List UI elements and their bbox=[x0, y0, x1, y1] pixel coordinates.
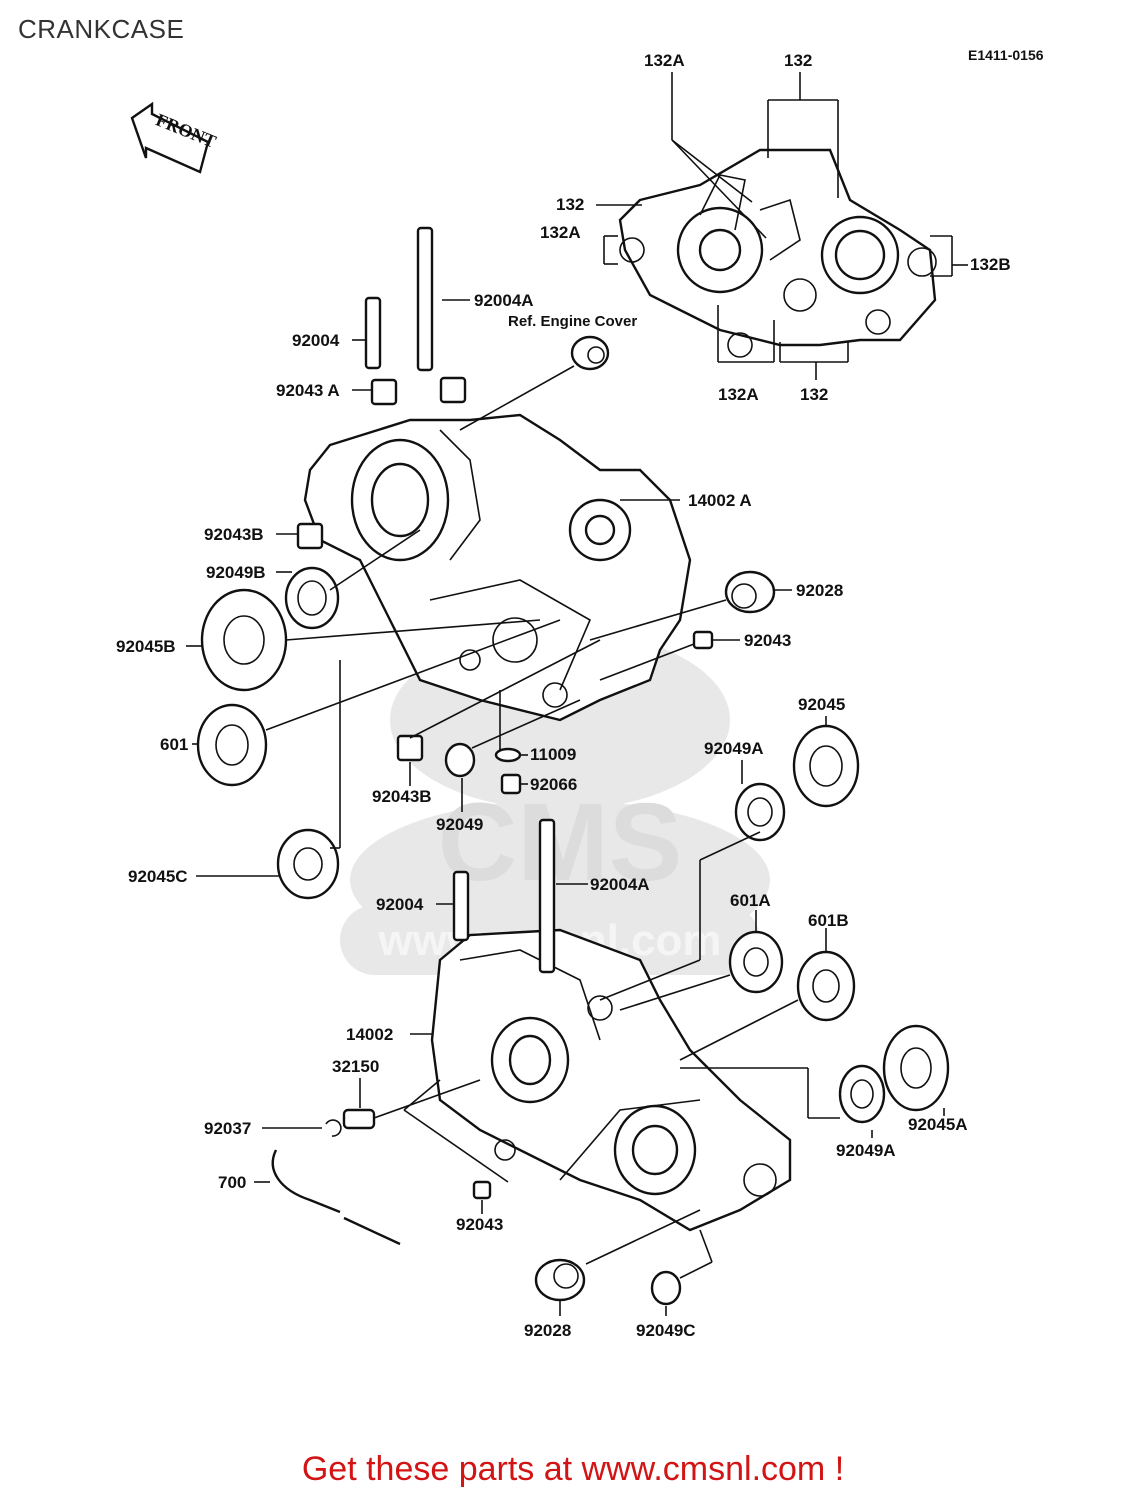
diagram-code: E1411-0156 bbox=[968, 47, 1044, 63]
part-92043-dowel-bottom bbox=[472, 1180, 492, 1200]
part-700-hose bbox=[271, 1149, 401, 1246]
crankcase-diagram: CMS www.cmsnl.com FRONT bbox=[116, 51, 1011, 1340]
part-92043b-dowel-top bbox=[296, 522, 324, 550]
label-92004-mid: 92004 bbox=[376, 895, 424, 914]
part-601-bearing bbox=[196, 703, 268, 787]
label-700: 700 bbox=[218, 1173, 246, 1192]
label-92043b-top: 92043B bbox=[204, 525, 264, 544]
label-92045b: 92045B bbox=[116, 637, 176, 656]
label-92043a: 92043 A bbox=[276, 381, 340, 400]
label-132a-bottom: 132A bbox=[718, 385, 759, 404]
part-92043b-dowel-mid bbox=[396, 734, 424, 762]
label-92004-top: 92004 bbox=[292, 331, 340, 350]
part-92004-stud-top bbox=[364, 296, 382, 370]
label-92045a: 92045A bbox=[908, 1115, 968, 1134]
part-92045b-bearing bbox=[200, 588, 288, 692]
inset-leaders bbox=[596, 72, 968, 380]
label-92049: 92049 bbox=[436, 815, 483, 834]
part-11009-gasket bbox=[494, 747, 522, 763]
label-92043-bottom: 92043 bbox=[456, 1215, 503, 1234]
inset-crankcase-view bbox=[618, 148, 937, 358]
label-11009: 11009 bbox=[530, 745, 576, 764]
label-132b: 132B bbox=[970, 255, 1011, 274]
label-92049c: 92049C bbox=[636, 1321, 696, 1340]
part-92049a-seal-bottom bbox=[838, 1064, 886, 1124]
label-92049a-top: 92049A bbox=[704, 739, 764, 758]
part-92043-dowel-top bbox=[692, 630, 714, 650]
part-labels: 132A 132 132 132A 132B 132A 132 92004A R… bbox=[116, 51, 1011, 1340]
label-92004a-mid: 92004A bbox=[590, 875, 650, 894]
part-92004a-stud-mid bbox=[538, 818, 556, 974]
label-92037: 92037 bbox=[204, 1119, 251, 1138]
part-601b-bearing bbox=[796, 950, 856, 1022]
label-132-top: 132 bbox=[784, 51, 812, 70]
label-132a-top: 132A bbox=[644, 51, 685, 70]
part-92049c-seal bbox=[650, 1270, 682, 1306]
leader-lines bbox=[186, 299, 945, 1316]
label-32150: 32150 bbox=[332, 1057, 379, 1076]
label-601: 601 bbox=[160, 735, 188, 754]
label-601a: 601A bbox=[730, 891, 771, 910]
label-92049a-bottom: 92049A bbox=[836, 1141, 896, 1160]
label-92045: 92045 bbox=[798, 695, 845, 714]
part-92043a-dowels bbox=[370, 376, 467, 406]
part-92028-bushing-top bbox=[724, 570, 776, 614]
crankcase-half-14002 bbox=[430, 928, 792, 1232]
label-92066: 92066 bbox=[530, 775, 577, 794]
part-92045c-bearing bbox=[276, 828, 340, 900]
part-92004a-stud-top bbox=[416, 226, 434, 372]
label-92004a-top: 92004A bbox=[474, 291, 534, 310]
label-92045c: 92045C bbox=[128, 867, 188, 886]
label-14002a: 14002 A bbox=[688, 491, 752, 510]
label-92043b-mid: 92043B bbox=[372, 787, 432, 806]
part-92037-clamp bbox=[325, 1119, 342, 1137]
part-92045-bearing bbox=[792, 724, 860, 808]
part-92049a-seal-top bbox=[734, 782, 786, 842]
part-ref-engine-cover-seal bbox=[570, 335, 610, 371]
label-14002: 14002 bbox=[346, 1025, 393, 1044]
part-92045a-bearing bbox=[882, 1024, 950, 1112]
footer-shop-link[interactable]: Get these parts at www.cmsnl.com ! bbox=[301, 1450, 845, 1488]
part-92066-plug bbox=[500, 773, 522, 795]
label-92049b: 92049B bbox=[206, 563, 266, 582]
label-92043-top: 92043 bbox=[744, 631, 791, 650]
label-92028-top: 92028 bbox=[796, 581, 843, 600]
label-132-left: 132 bbox=[556, 195, 584, 214]
part-32150-fitting bbox=[342, 1108, 376, 1130]
label-ref-engine-cover: Ref. Engine Cover bbox=[508, 313, 637, 330]
label-601b: 601B bbox=[808, 911, 849, 930]
page-title: CRANKCASE bbox=[18, 14, 185, 44]
front-arrow-icon: FRONT bbox=[130, 101, 219, 174]
part-92049-seal bbox=[444, 742, 476, 778]
part-601a-bearing bbox=[728, 930, 784, 994]
part-92004-stud-mid bbox=[452, 870, 470, 942]
part-92049b-seal bbox=[284, 566, 340, 630]
label-132-bottom: 132 bbox=[800, 385, 828, 404]
label-132a-left: 132A bbox=[540, 223, 581, 242]
label-92028-bottom: 92028 bbox=[524, 1321, 571, 1340]
part-92028-bushing-bottom bbox=[534, 1258, 586, 1302]
